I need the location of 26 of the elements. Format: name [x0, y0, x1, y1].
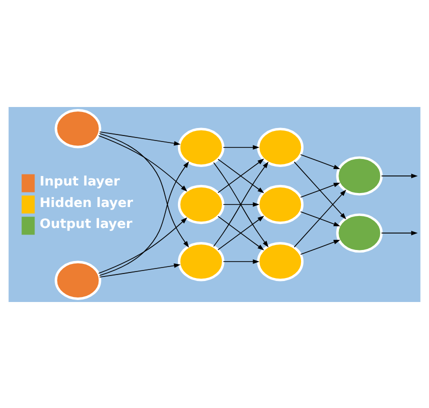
arrow: [98, 216, 188, 274]
node-circle: [178, 242, 224, 281]
arrow: [300, 182, 340, 198]
arrow: [98, 134, 188, 192]
arrow: [381, 173, 418, 178]
arrow: [99, 262, 181, 278]
legend-label: Hidden layer: [40, 195, 134, 210]
arrow: [300, 239, 340, 254]
legend-label: Output layer: [40, 216, 132, 232]
arrow: [300, 210, 340, 226]
legend-label: Input layer: [40, 174, 120, 190]
arrow: [300, 154, 340, 169]
arrow: [218, 158, 264, 193]
arrow: [222, 144, 260, 150]
arrow: [99, 132, 190, 248]
arrow: [99, 160, 190, 276]
arrow: [294, 189, 346, 247]
arrow: [99, 130, 181, 146]
arrow: [294, 161, 346, 219]
node-circle: [54, 260, 102, 300]
arrow: [222, 258, 260, 264]
node-circle: [54, 108, 102, 148]
arrow: [222, 202, 260, 206]
arrow: [218, 215, 264, 250]
arrow: [381, 230, 418, 235]
node-circle: [178, 127, 224, 166]
